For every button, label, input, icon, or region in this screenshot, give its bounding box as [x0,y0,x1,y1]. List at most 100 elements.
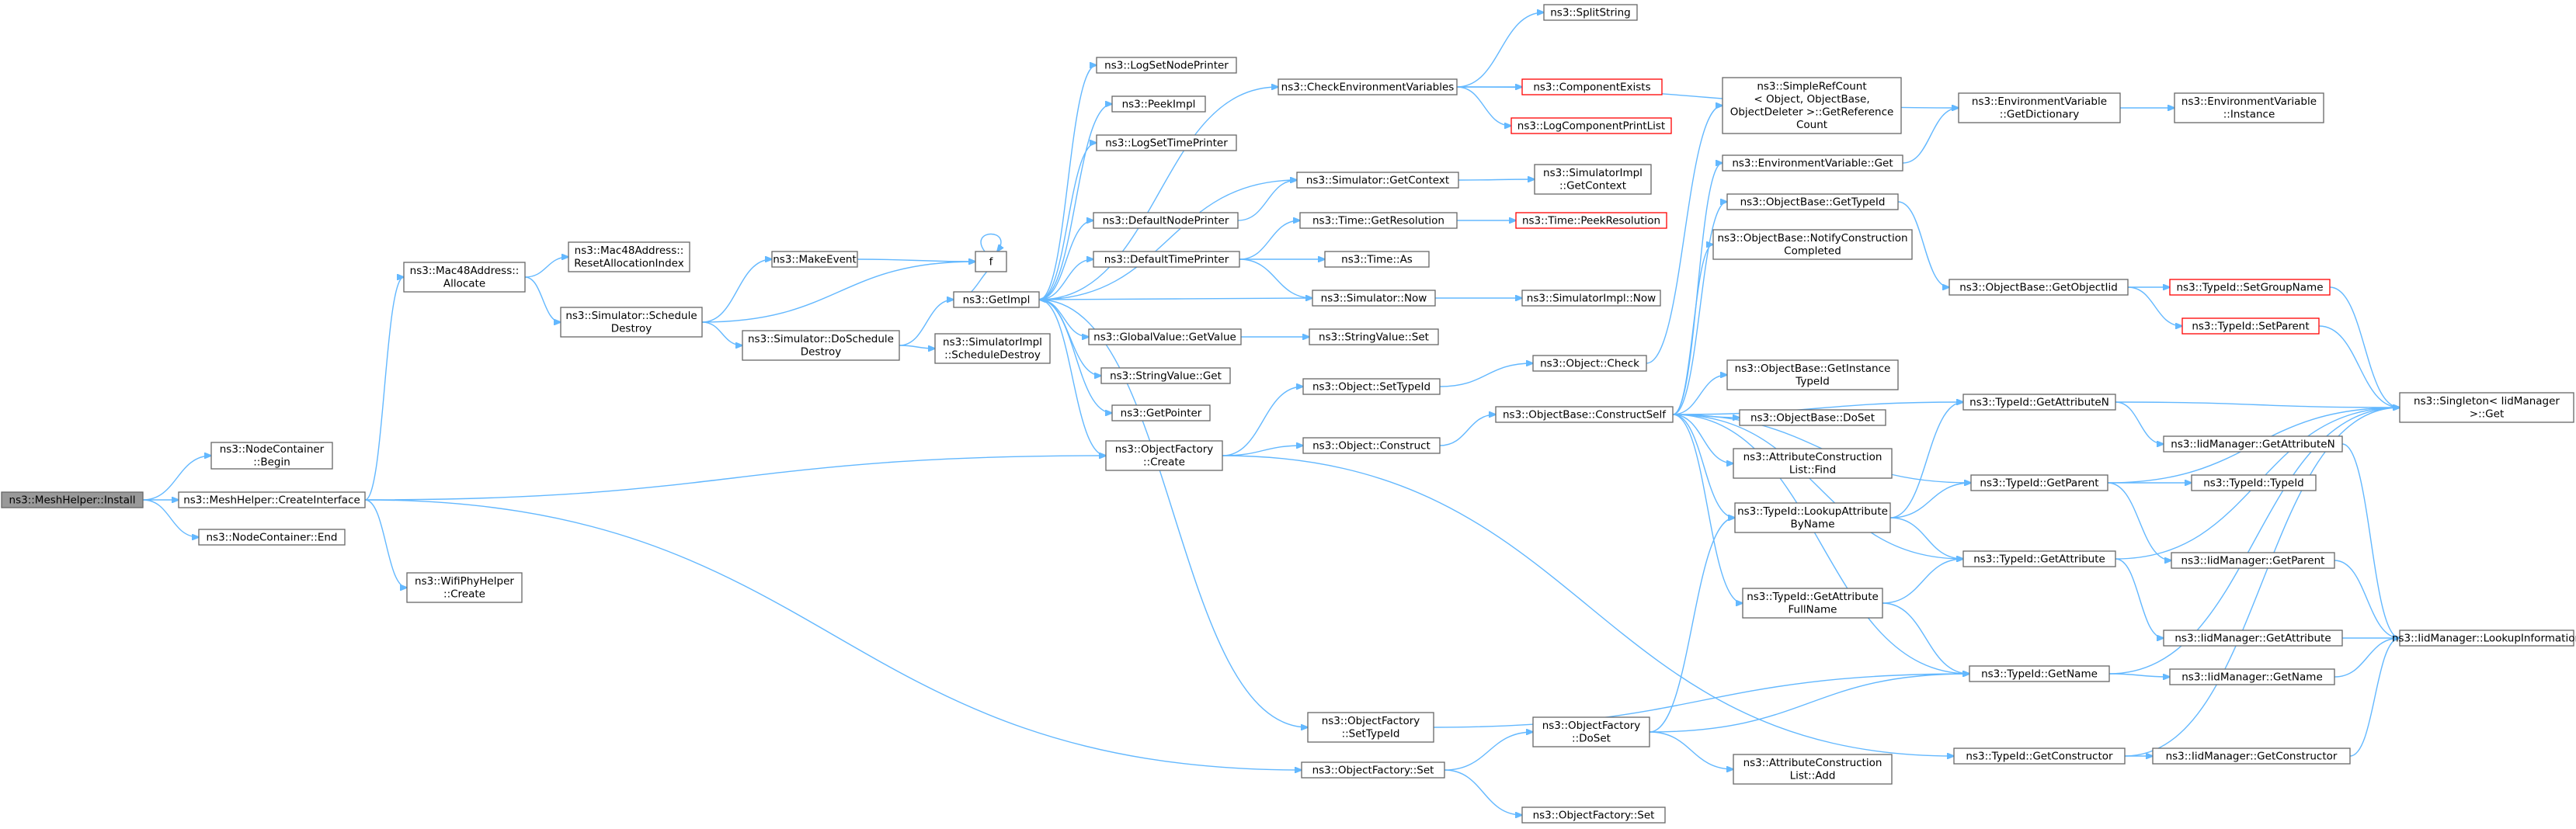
node-ofcreate[interactable]: ns3::ObjectFactory::Create [1105,440,1223,471]
node-logcomplist[interactable]: ns3::LogComponentPrintList [1510,117,1672,134]
node-box [1521,806,1666,824]
node-defnodeprinter[interactable]: ns3::DefaultNodePrinter [1093,212,1239,229]
edge-getimpl-to-ofsettypeid [1038,299,1308,727]
node-deftimeprinter[interactable]: ns3::DefaultTimePrinter [1093,251,1240,268]
node-checkenv[interactable]: ns3::CheckEnvironmentVariables [1278,78,1458,95]
node-obgetobjectiid[interactable]: ns3::ObjectBase::GetObjectIid [1949,279,2129,296]
node-ofset[interactable]: ns3::ObjectFactory::Set [1301,761,1445,779]
node-box [1970,474,2108,491]
node-gvgetvalue[interactable]: ns3::GlobalValue::GetValue [1088,328,1242,345]
node-label: ns3::LogSetTimePrinter [1105,137,1228,149]
node-strset[interactable]: ns3::StringValue::Set [1309,328,1439,345]
edge-obgetobjectiid-to-tidsetparent [2127,286,2182,326]
node-label: ns3::TypeId::TypeId [2203,477,2304,489]
node-splitstring[interactable]: ns3::SplitString [1543,4,1638,21]
node-tidsetparent[interactable]: ns3::TypeId::SetParent [2181,317,2320,335]
node-simgetctx[interactable]: ns3::Simulator::GetContext [1296,172,1459,189]
node-box [2174,92,2324,123]
node-obdoset[interactable]: ns3::ObjectBase::DoSet [1739,409,1886,426]
node-envinstance[interactable]: ns3::EnvironmentVariable::Instance [2174,92,2324,123]
node-objcheck[interactable]: ns3::Object::Check [1532,355,1647,372]
node-implgetctx[interactable]: ns3::SimulatorImpl::GetContext [1534,164,1652,195]
node-implnow[interactable]: ns3::SimulatorImpl::Now [1521,290,1661,307]
node-iidgetparent[interactable]: ns3::IidManager::GetParent [2171,552,2335,569]
node-ofsettypeid[interactable]: ns3::ObjectFactory::SetTypeId [1307,712,1434,743]
node-timegetres[interactable]: ns3::Time::GetResolution [1299,212,1458,229]
node-label: ns3::Object::SetTypeId [1312,380,1431,393]
node-simnow[interactable]: ns3::Simulator::Now [1312,290,1436,307]
node-label: ns3::IidManager::GetAttribute [2174,632,2331,644]
edge-simdosched-to-implsched [899,345,935,349]
node-implsched[interactable]: ns3::SimulatorImpl::ScheduleDestroy [934,333,1051,364]
node-tidgetparent[interactable]: ns3::TypeId::GetParent [1970,474,2108,491]
node-logtimeprinter[interactable]: ns3::LogSetTimePrinter [1096,134,1237,151]
node-peekimpl[interactable]: ns3::PeekImpl [1111,95,1206,113]
node-box [771,251,858,268]
node-makeevent[interactable]: ns3::MakeEvent [771,251,858,268]
edge-ofcreate-to-objsettypeid [1222,387,1303,456]
edge-makeevent-to-f [857,259,975,262]
node-obgettypeid[interactable]: ns3::ObjectBase::GetTypeId [1726,193,1899,210]
node-label: ::Instance [2223,109,2275,121]
node-box [1739,409,1886,426]
edge-createif-to-wifiphy [364,499,407,588]
node-ofdoset[interactable]: ns3::ObjectFactory::DoSet [1532,716,1650,747]
node-envget[interactable]: ns3::EnvironmentVariable::Get [1722,154,1903,172]
node-label: ns3::ObjectFactory [1115,443,1214,456]
node-tidgetattr[interactable]: ns3::TypeId::GetAttribute [1962,550,2116,567]
edge-tidsetgroup-to-singletonget [2329,286,2400,408]
edge-envget-to-envgetdict [1902,108,1959,164]
node-label: ns3::EnvironmentVariable::Get [1732,157,1893,169]
node-iidgetctor[interactable]: ns3::IidManager::GetConstructor [2152,747,2351,765]
node-objconstruct[interactable]: ns3::Object::Construct [1302,437,1441,454]
edge-getimpl-to-peekimpl [1038,104,1112,300]
node-tidsetgroup[interactable]: ns3::TypeId::SetGroupName [2169,279,2331,296]
node-createif[interactable]: ns3::MeshHelper::CreateInterface [178,491,366,508]
edge-getimpl-to-simgetctx [1038,180,1297,300]
node-timepeekres[interactable]: ns3::Time::PeekResolution [1515,212,1667,229]
node-ncbegin[interactable]: ns3::NodeContainer::Begin [210,442,333,470]
node-compexists[interactable]: ns3::ComponentExists [1521,78,1663,95]
node-lognodeprinter[interactable]: ns3::LogSetNodePrinter [1096,57,1237,74]
node-tidgetname[interactable]: ns3::TypeId::GetName [1969,665,2110,682]
node-macalloc[interactable]: ns3::Mac48Address::Allocate [403,262,526,293]
node-box [1962,394,2116,411]
node-label: ::GetDictionary [2000,109,2079,121]
node-iidgetattr[interactable]: ns3::IidManager::GetAttribute [2163,630,2343,647]
node-obconstructself[interactable]: ns3::ObjectBase::ConstructSelf [1495,406,1674,423]
node-simplerefcount[interactable]: ns3::SimpleRefCount< Object, ObjectBase,… [1722,77,1902,134]
node-label: ns3::SimulatorImpl [943,336,1042,349]
node-envgetdict[interactable]: ns3::EnvironmentVariable::GetDictionary [1958,92,2121,123]
node-f[interactable]: f [975,251,1007,272]
node-ofset2[interactable]: ns3::ObjectFactory::Set [1521,806,1666,824]
edge-ofcreate-to-tidgetctor [1222,455,1954,756]
node-label: ns3::GlobalValue::GetValue [1093,331,1236,343]
node-install[interactable]: ns3::MeshHelper::Install [1,491,144,508]
node-getpointer[interactable]: ns3::GetPointer [1111,404,1211,421]
node-objsettypeid[interactable]: ns3::Object::SetTypeId [1302,378,1441,395]
node-wifiphy[interactable]: ns3::WifiPhyHelper::Create [406,572,523,603]
node-tidtypeid[interactable]: ns3::TypeId::TypeId [2191,474,2317,491]
node-iidgetname[interactable]: ns3::IidManager::GetName [2169,668,2335,685]
node-getimpl[interactable]: ns3::GetImpl [953,291,1040,308]
node-macreset[interactable]: ns3::Mac48Address::ResetAllocationIndex [568,241,690,272]
node-iidgetattrn[interactable]: ns3::IidManager::GetAttributeN [2163,435,2343,453]
node-timeas[interactable]: ns3::Time::As [1324,251,1430,268]
node-tidgetattrn[interactable]: ns3::TypeId::GetAttributeN [1962,394,2116,411]
node-iidlookup[interactable]: ns3::IidManager::LookupInformation [2392,630,2576,647]
node-ncend[interactable]: ns3::NodeContainer::End [198,529,346,546]
node-singletonget[interactable]: ns3::Singleton< IidManager>::Get [2399,392,2574,423]
node-box [742,330,900,361]
edge-obconstructself-to-obgetinstance [1672,375,1727,415]
node-box [1309,328,1439,345]
node-tidgetctor[interactable]: ns3::TypeId::GetConstructor [1953,747,2126,765]
node-obnotify[interactable]: ns3::ObjectBase::NotifyConstructionCompl… [1712,229,1913,260]
node-simsched[interactable]: ns3::Simulator::ScheduleDestroy [560,307,703,338]
node-strget[interactable]: ns3::StringValue::Get [1100,367,1231,384]
